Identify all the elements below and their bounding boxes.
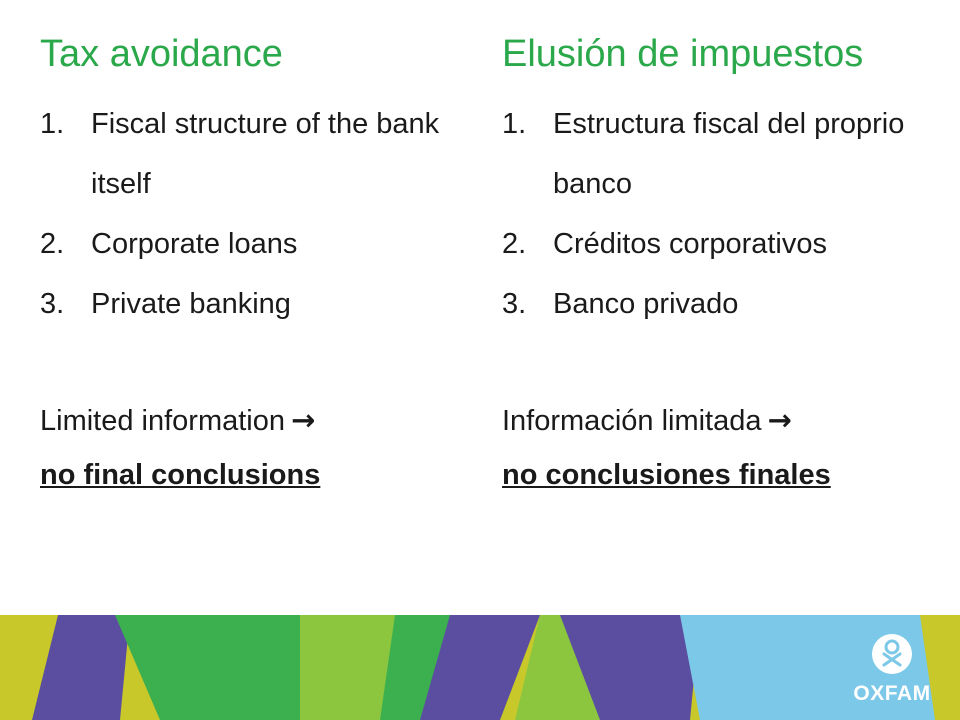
oxfam-logo-text: OXFAM — [853, 682, 931, 705]
note-text: Información limitada — [502, 405, 762, 437]
banner-stripe-green-2 — [200, 615, 320, 720]
right-title: Elusión de impuestos — [502, 33, 864, 75]
right-column: Elusión de impuestos 1. Estructura fiscal… — [502, 28, 942, 499]
banner-stripe-yellow-right — [920, 615, 960, 720]
oxfam-logo: OXFAM — [846, 632, 938, 712]
list-number: 3. — [502, 288, 527, 320]
list-text: Fiscal structure of the bank itself — [91, 108, 440, 200]
list-number: 2. — [40, 228, 65, 260]
left-title: Tax avoidance — [40, 33, 283, 75]
list-text: Créditos corporativos — [553, 228, 827, 260]
right-list: 1. Estructura fiscal del proprio banco 2.… — [502, 94, 942, 334]
arrow-right-icon: → — [291, 403, 316, 437]
banner-stripe-purple-left — [32, 615, 130, 720]
list-item: 2. Créditos corporativos — [502, 214, 942, 274]
left-column: Tax avoidance 1. Fiscal structure of the … — [40, 28, 460, 499]
oxfam-logo-icon — [872, 634, 912, 674]
right-note: Información limitada→ — [502, 390, 942, 451]
banner-stripe-purple-center — [420, 615, 540, 720]
decorative-banner — [0, 615, 960, 720]
left-note: Limited information→ — [40, 390, 460, 451]
list-item: 3. Private banking — [40, 274, 460, 334]
arrow-right-icon: → — [767, 403, 792, 437]
list-number: 2. — [502, 228, 527, 260]
note-text: Limited information — [40, 405, 285, 437]
list-text: Private banking — [91, 288, 291, 320]
left-list: 1. Fiscal structure of the bank itself 2.… — [40, 94, 460, 334]
banner-stripe-light-green — [300, 615, 400, 720]
list-item: 1. Estructura fiscal del proprio banco — [502, 94, 942, 214]
banner-stripe-purple-right — [560, 615, 700, 720]
list-text: Corporate loans — [91, 228, 298, 260]
list-text: Banco privado — [553, 288, 739, 320]
list-item: 1. Fiscal structure of the bank itself — [40, 94, 460, 214]
list-number: 3. — [40, 288, 65, 320]
left-conclusion: no final conclusions — [40, 459, 321, 491]
right-conclusion: no conclusiones finales — [502, 459, 831, 491]
list-text: Estructura fiscal del proprio banco — [553, 108, 905, 200]
list-item: 2. Corporate loans — [40, 214, 460, 274]
list-item: 3. Banco privado — [502, 274, 942, 334]
list-number: 1. — [40, 108, 65, 140]
list-number: 1. — [502, 108, 527, 140]
